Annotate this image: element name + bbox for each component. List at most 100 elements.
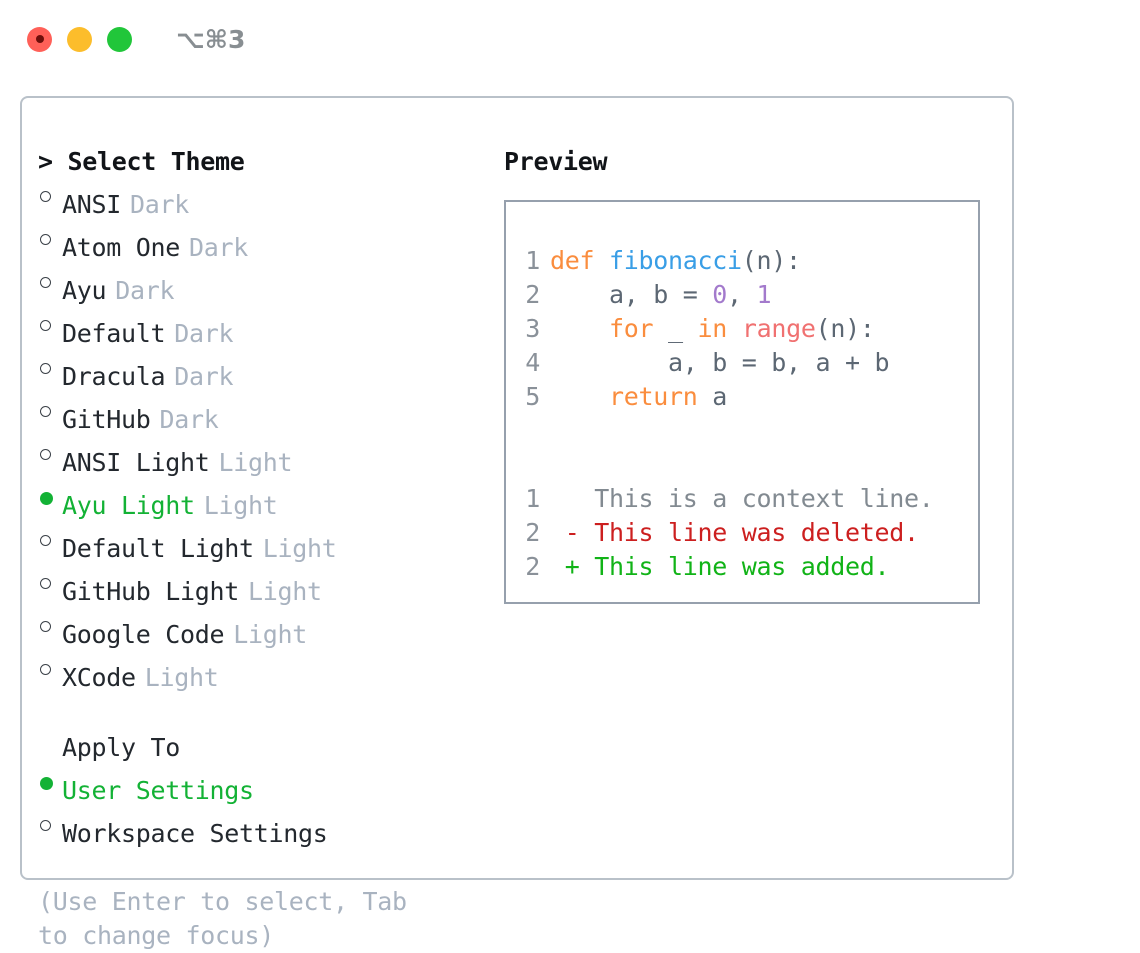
radio-mark (40, 406, 51, 417)
code-line-content: for _ in range(n): (550, 312, 875, 346)
code-token (550, 314, 609, 343)
theme-variant-tag: Light (203, 491, 278, 520)
code-token: 1 (756, 280, 772, 309)
theme-option-1[interactable]: Atom One Dark (38, 222, 482, 265)
code-token (594, 246, 609, 275)
apply-to-option-label: Workspace Settings (62, 819, 328, 848)
theme-variant-tag: Dark (174, 319, 234, 348)
theme-variant-tag: Dark (159, 405, 219, 434)
theme-option-5[interactable]: GitHub Dark (38, 394, 482, 437)
theme-option-11[interactable]: XCode Light (38, 652, 482, 695)
section-spacer (38, 695, 482, 731)
theme-option-label: Atom One (62, 233, 181, 262)
radio-mark (40, 820, 51, 831)
radio-mark (40, 191, 51, 202)
apply-to-header: Apply To (62, 733, 181, 762)
code-line: 2 a, b = 0, 1 (506, 278, 978, 312)
theme-variant-tag: Dark (130, 190, 190, 219)
code-line-content: a, b = b, a + b (550, 346, 890, 380)
diff-line-content: This is a context line. (550, 484, 934, 513)
theme-option-label: XCode (62, 663, 136, 692)
code-token: return (609, 382, 698, 411)
radio-unselected-icon[interactable] (38, 222, 62, 256)
theme-variant-tag: Dark (189, 233, 249, 262)
radio-unselected-icon[interactable] (38, 351, 62, 385)
maximize-button[interactable] (107, 26, 132, 52)
theme-option-label: Ayu (62, 276, 107, 305)
code-token: a, b = b, a + b (550, 348, 890, 377)
code-token: for (609, 314, 654, 343)
radio-unselected-icon[interactable] (38, 808, 62, 842)
radio-unselected-icon[interactable] (38, 308, 62, 342)
code-token: , (727, 280, 757, 309)
code-line-number: 4 (525, 348, 540, 377)
theme-option-label: Dracula (62, 362, 166, 391)
radio-unselected-icon[interactable] (38, 437, 62, 471)
theme-variant-tag: Dark (115, 276, 175, 305)
theme-option-4[interactable]: Dracula Dark (38, 351, 482, 394)
radio-unselected-icon[interactable] (38, 265, 62, 299)
radio-mark (40, 363, 51, 374)
theme-option-label: GitHub (62, 405, 151, 434)
code-token: a (697, 382, 728, 411)
radio-unselected-icon[interactable] (38, 566, 62, 600)
theme-option-label: Default Light (62, 534, 254, 563)
code-line-number: 1 (525, 246, 540, 275)
theme-variant-tag: Light (144, 663, 219, 692)
theme-option-label: ANSI Light (62, 448, 210, 477)
apply-to-option-0[interactable]: User Settings (38, 765, 482, 808)
code-token: (n): (815, 314, 875, 343)
radio-unselected-icon[interactable] (38, 609, 62, 643)
theme-option-8[interactable]: Default Light Light (38, 523, 482, 566)
minimize-button[interactable] (67, 26, 92, 52)
theme-option-label: Google Code (62, 620, 225, 649)
radio-mark (40, 234, 51, 245)
code-line: 3 for _ in range(n): (506, 312, 978, 346)
code-line: 4 a, b = b, a + b (506, 346, 978, 380)
code-token: in (697, 314, 728, 343)
radio-unselected-icon[interactable] (38, 652, 62, 686)
radio-unselected-icon[interactable] (38, 394, 62, 428)
diff-line: 2 + This line was added. (506, 550, 978, 584)
code-line-content: def fibonacci(n): (550, 244, 801, 278)
radio-unselected-icon[interactable] (38, 523, 62, 557)
code-blank-line (506, 414, 978, 448)
keyboard-hint-text: (Use Enter to select, Tab to change focu… (38, 887, 407, 950)
diff-line-number: 2 (525, 552, 540, 581)
theme-option-label: Default (62, 319, 166, 348)
diff-line-content: - This line was deleted. (550, 518, 919, 547)
theme-variant-tag: Light (262, 534, 337, 563)
radio-mark (40, 492, 53, 505)
preview-header: Preview (504, 147, 608, 176)
radio-unselected-icon[interactable] (38, 179, 62, 213)
diff-line: 1 This is a context line. (506, 482, 978, 516)
theme-variant-tag: Dark (174, 362, 234, 391)
code-line: 5 return a (506, 380, 978, 414)
diff-line: 2 - This line was deleted. (506, 516, 978, 550)
radio-selected-icon[interactable] (38, 480, 62, 514)
radio-mark (40, 621, 51, 632)
radio-selected-icon[interactable] (38, 765, 62, 799)
code-token (550, 382, 609, 411)
close-button[interactable] (27, 26, 52, 52)
code-token (727, 314, 742, 343)
code-token: _ (653, 314, 698, 343)
theme-option-2[interactable]: Ayu Dark (38, 265, 482, 308)
theme-option-3[interactable]: Default Dark (38, 308, 482, 351)
code-token: def (550, 246, 595, 275)
theme-variant-tag: Light (248, 577, 322, 606)
radio-mark (40, 578, 51, 589)
theme-option-6[interactable]: ANSI Light Light (38, 437, 482, 480)
apply-to-option-1[interactable]: Workspace Settings (38, 808, 482, 851)
diff-line-content: + This line was added. (550, 552, 890, 581)
theme-variant-tag: Light (218, 448, 293, 477)
